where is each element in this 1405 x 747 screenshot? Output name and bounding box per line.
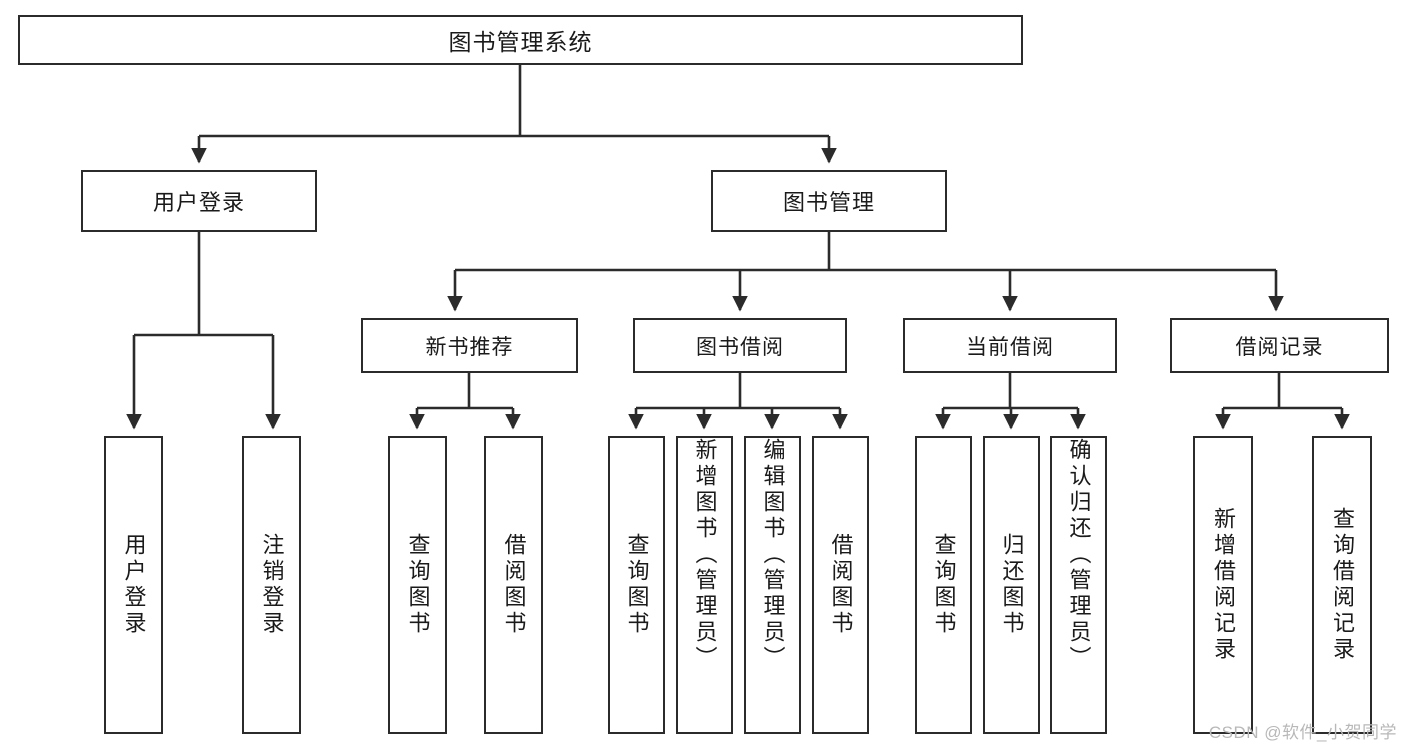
node-borrow-record-label: 借阅记录 [1235, 335, 1324, 359]
node-leaf-borrow-book-1[interactable]: 借阅图书 [484, 436, 543, 734]
node-leaf-borrow-book-2-label: 借阅图书 [828, 533, 854, 637]
node-leaf-add-record[interactable]: 新增借阅记录 [1193, 436, 1253, 734]
node-leaf-query-book-1[interactable]: 查询图书 [388, 436, 447, 734]
node-leaf-confirm-return-label: 确认归还（管理员） [1066, 438, 1092, 672]
node-leaf-borrow-book-2[interactable]: 借阅图书 [812, 436, 869, 734]
node-leaf-query-book-2[interactable]: 查询图书 [608, 436, 665, 734]
node-leaf-user-login[interactable]: 用户登录 [104, 436, 163, 734]
node-leaf-user-login-label: 用户登录 [121, 533, 147, 637]
node-leaf-confirm-return[interactable]: 确认归还（管理员） [1050, 436, 1107, 734]
node-book-manage[interactable]: 图书管理 [711, 170, 947, 232]
node-leaf-query-book-3-label: 查询图书 [931, 533, 957, 637]
node-leaf-query-book-2-label: 查询图书 [624, 533, 650, 637]
node-leaf-logout-label: 注销登录 [259, 533, 285, 637]
node-leaf-query-record[interactable]: 查询借阅记录 [1312, 436, 1372, 734]
node-book-borrow[interactable]: 图书借阅 [633, 318, 847, 373]
watermark-credit: CSDN @软件_小贺同学 [1208, 723, 1397, 742]
node-new-book-recommend-label: 新书推荐 [425, 335, 514, 359]
node-book-borrow-label: 图书借阅 [696, 335, 784, 359]
node-current-borrow-label: 当前借阅 [966, 335, 1054, 359]
node-leaf-edit-book[interactable]: 编辑图书（管理员） [744, 436, 801, 734]
node-leaf-edit-book-label: 编辑图书（管理员） [760, 438, 786, 672]
node-leaf-query-book-3[interactable]: 查询图书 [915, 436, 972, 734]
node-leaf-query-record-label: 查询借阅记录 [1330, 507, 1355, 663]
node-leaf-add-book-label: 新增图书（管理员） [692, 438, 718, 672]
node-leaf-add-book[interactable]: 新增图书（管理员） [676, 436, 733, 734]
node-leaf-add-record-label: 新增借阅记录 [1211, 507, 1236, 663]
node-user-login[interactable]: 用户登录 [81, 170, 317, 232]
node-borrow-record[interactable]: 借阅记录 [1170, 318, 1389, 373]
node-current-borrow[interactable]: 当前借阅 [903, 318, 1117, 373]
node-leaf-return-book-label: 归还图书 [999, 533, 1025, 637]
node-leaf-query-book-1-label: 查询图书 [405, 533, 431, 637]
node-leaf-return-book[interactable]: 归还图书 [983, 436, 1040, 734]
node-book-manage-label: 图书管理 [782, 190, 875, 215]
node-user-login-label: 用户登录 [152, 190, 245, 215]
node-root-system[interactable]: 图书管理系统 [18, 15, 1023, 65]
node-new-book-recommend[interactable]: 新书推荐 [361, 318, 578, 373]
node-leaf-logout[interactable]: 注销登录 [242, 436, 301, 734]
node-leaf-borrow-book-1-label: 借阅图书 [501, 533, 527, 637]
node-root-label: 图书管理系统 [448, 29, 593, 55]
